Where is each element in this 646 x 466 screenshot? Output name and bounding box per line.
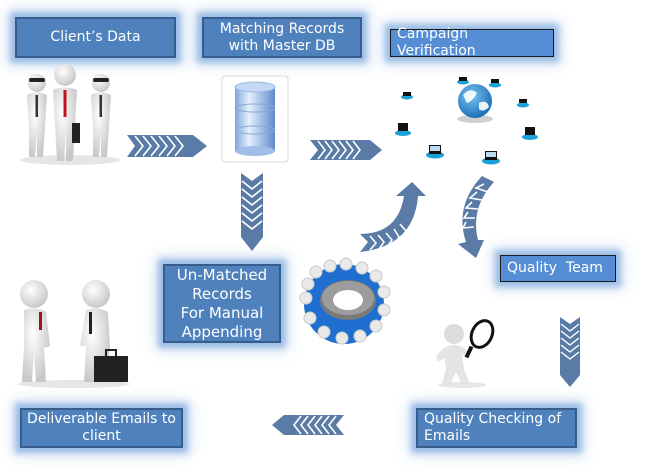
- step-matching-records-line1: Matching Records: [219, 20, 345, 37]
- two-people-briefcase-icon: [14, 276, 134, 388]
- arrow-right-icon: [310, 140, 382, 160]
- curved-arrow-down-icon: [444, 176, 494, 258]
- database-icon: [221, 75, 289, 163]
- step-deliverable-emails: Deliverable Emails to client: [20, 408, 183, 448]
- step-campaign-verification: Campaign Verification: [390, 26, 554, 59]
- step-matching-records-line2: with Master DB: [228, 37, 336, 54]
- step-quality-team: Quality Team: [500, 255, 616, 282]
- step-unmatched-line2: Records: [192, 284, 252, 303]
- step-unmatched-line4: Appending: [181, 322, 263, 341]
- step-unmatched-line3: For Manual: [180, 303, 264, 322]
- step-unmatched-records: Un-Matched Records For Manual Appending: [163, 264, 281, 343]
- globe-network-laptops-icon: [395, 75, 545, 175]
- step-quality-checking-line1: Quality Checking of: [424, 411, 562, 427]
- arrow-down-icon: [560, 317, 580, 387]
- step-unmatched-line1: Un-Matched: [176, 265, 268, 284]
- step-quality-checking: Quality Checking of Emails: [416, 408, 577, 448]
- three-business-people-icon: [15, 64, 125, 165]
- arrow-right-icon: [127, 135, 207, 157]
- step-quality-team-label: Quality Team: [507, 260, 603, 276]
- arrow-down-icon: [241, 173, 263, 251]
- step-clients-data: Client’s Data: [15, 17, 176, 58]
- team-gear-icon: [298, 257, 391, 346]
- magnifying-glass-person-icon: [436, 318, 502, 388]
- curved-arrow-up-icon: [358, 182, 428, 252]
- step-clients-data-label: Client’s Data: [50, 29, 141, 45]
- step-quality-checking-line2: Emails: [424, 428, 471, 444]
- step-deliverable-line1: Deliverable Emails to: [27, 411, 176, 427]
- step-campaign-verification-label: Campaign Verification: [397, 26, 476, 59]
- arrow-left-icon: [272, 415, 344, 435]
- step-deliverable-line2: client: [82, 428, 121, 444]
- step-matching-records: Matching Records with Master DB: [202, 17, 362, 58]
